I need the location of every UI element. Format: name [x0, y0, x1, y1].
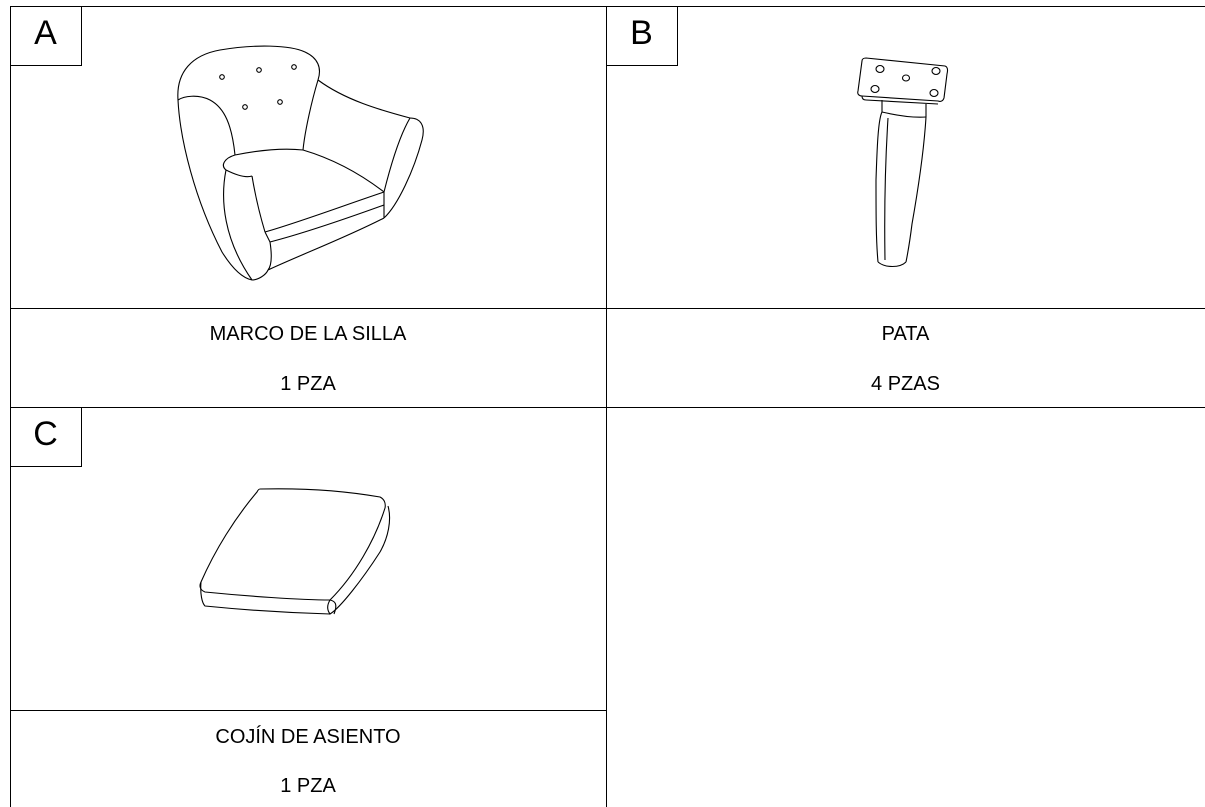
part-quantity: 4 PZAS	[871, 373, 940, 395]
part-letter: B	[606, 6, 678, 66]
part-letter: C	[10, 407, 82, 467]
grid-line	[606, 6, 607, 807]
grid-line	[10, 407, 1205, 408]
part-quantity: 1 PZA	[280, 373, 336, 395]
grid-line	[10, 6, 1205, 7]
grid-line	[10, 710, 606, 711]
armchair-frame-icon	[177, 45, 424, 281]
grid-line	[10, 308, 1205, 309]
part-name: PATA	[881, 323, 930, 345]
seat-cushion-icon	[199, 488, 391, 615]
part-letter: A	[10, 6, 82, 66]
chair-leg-icon	[857, 57, 949, 268]
grid-line	[10, 6, 11, 807]
part-name: MARCO DE LA SILLA	[209, 323, 407, 345]
part-quantity: 1 PZA	[280, 775, 336, 797]
part-name: COJÍN DE ASIENTO	[215, 726, 401, 748]
